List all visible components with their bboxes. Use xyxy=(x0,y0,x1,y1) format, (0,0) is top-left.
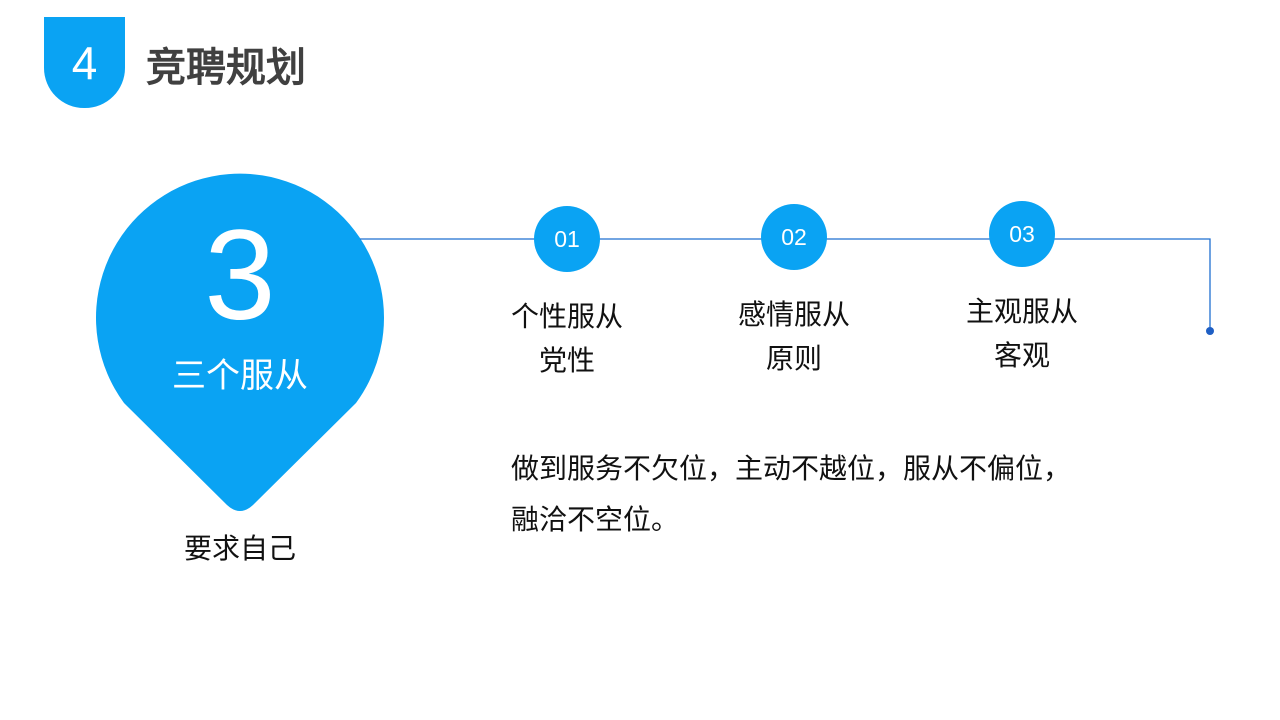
step-03-circle: 03 xyxy=(989,201,1055,267)
step-01-text: 个性服从 党性 xyxy=(472,295,662,383)
section-number: 4 xyxy=(71,36,98,89)
description-text: 做到服务不欠位，主动不越位，服从不偏位， 融洽不空位。 xyxy=(511,443,1231,545)
step-02-text: 感情服从 原则 xyxy=(699,293,889,381)
step-01-circle: 01 xyxy=(534,206,600,272)
step-01-line1: 个性服从 xyxy=(510,300,623,333)
page-title: 竞聘规划 xyxy=(146,45,306,91)
pin-shape xyxy=(96,173,385,511)
description-line1: 做到服务不欠位，主动不越位，服从不偏位， xyxy=(511,452,1072,485)
step-02-line1: 感情服从 xyxy=(737,298,850,331)
timeline-line xyxy=(360,238,1211,331)
step-03-number: 03 xyxy=(1009,220,1035,247)
step-02-line2: 原则 xyxy=(765,342,822,375)
step-01-number: 01 xyxy=(554,225,580,252)
step-03-line1: 主观服从 xyxy=(965,295,1078,328)
step-02-number: 02 xyxy=(781,223,807,250)
section-number-badge: 4 xyxy=(44,17,125,108)
pin-label: 三个服从 xyxy=(172,356,308,396)
step-03-text: 主观服从 客观 xyxy=(927,290,1117,378)
pin-number: 3 xyxy=(204,204,276,347)
pin-caption: 要求自己 xyxy=(183,532,296,565)
description-line2: 融洽不空位。 xyxy=(511,503,680,536)
timeline-end-dot xyxy=(1206,327,1214,335)
step-01-line2: 党性 xyxy=(538,344,595,377)
step-03-line2: 客观 xyxy=(993,339,1050,372)
step-02-circle: 02 xyxy=(761,204,827,270)
